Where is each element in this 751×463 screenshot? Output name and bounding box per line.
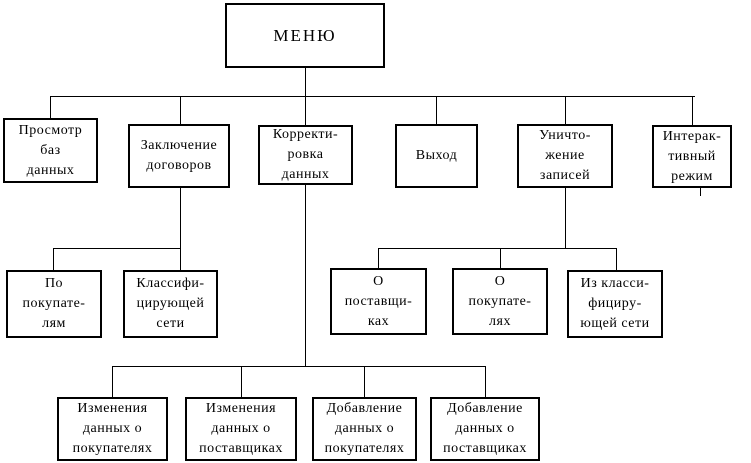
node-exit: Выход — [395, 124, 478, 188]
node-edit-suppliers-data: Изменения данных о поставщиках — [185, 397, 297, 461]
connector-drop-from-classifying — [616, 248, 617, 270]
connector-drop-about-buyers — [500, 248, 501, 268]
connector-drop-edit-suppliers — [241, 366, 242, 397]
connector-drop-view — [50, 96, 51, 118]
node-about-suppliers: О поставщи- ках — [330, 268, 427, 335]
node-from-classifying-net: Из класси- фициру- ющей сети — [567, 270, 663, 338]
connector-drop-about-suppliers — [378, 248, 379, 268]
node-add-buyers-data: Добавление данных о покупателях — [312, 397, 417, 461]
connector-correction-stem — [305, 185, 306, 367]
node-add-suppliers-data: Добавление данных о поставщиках — [430, 397, 540, 461]
connector-drop-edit-buyers — [112, 366, 113, 397]
connector-drop-deletion — [565, 96, 566, 124]
connector-drop-add-buyers — [364, 366, 365, 397]
node-about-buyers: О покупате- лях — [452, 268, 548, 335]
node-menu: МЕНЮ — [225, 3, 385, 68]
node-deletion: Уничто- жение записей — [517, 124, 613, 188]
connector-correction-bus — [112, 366, 486, 367]
connector-contracts-bus — [53, 248, 181, 249]
connector-contracts-stem — [180, 188, 181, 270]
node-contracts: Заключение договоров — [128, 124, 230, 188]
connector-drop-add-suppliers — [485, 366, 486, 397]
connector-main-bus — [50, 96, 695, 97]
node-interactive-mode: Интерак- тивный режим — [652, 125, 732, 188]
connector-drop-exit — [436, 96, 437, 124]
connector-drop-contracts — [180, 96, 181, 124]
node-by-buyers: По покупате- лям — [6, 270, 102, 338]
connector-drop-interactive — [692, 96, 693, 125]
connector-deletion-bus — [378, 248, 617, 249]
connector-interactive-stub — [700, 188, 701, 196]
node-classifying-net: Классифи- цирующей сети — [123, 270, 218, 338]
node-view-databases: Просмотр баз данных — [3, 118, 98, 183]
node-edit-buyers-data: Изменения данных о покупателях — [57, 397, 168, 461]
connector-drop-correction — [305, 96, 306, 125]
connector-drop-by-buyers — [53, 248, 54, 270]
node-correction: Корректи- ровка данных — [258, 125, 353, 185]
connector-deletion-stem — [565, 188, 566, 248]
connector-menu-stem — [305, 68, 306, 97]
